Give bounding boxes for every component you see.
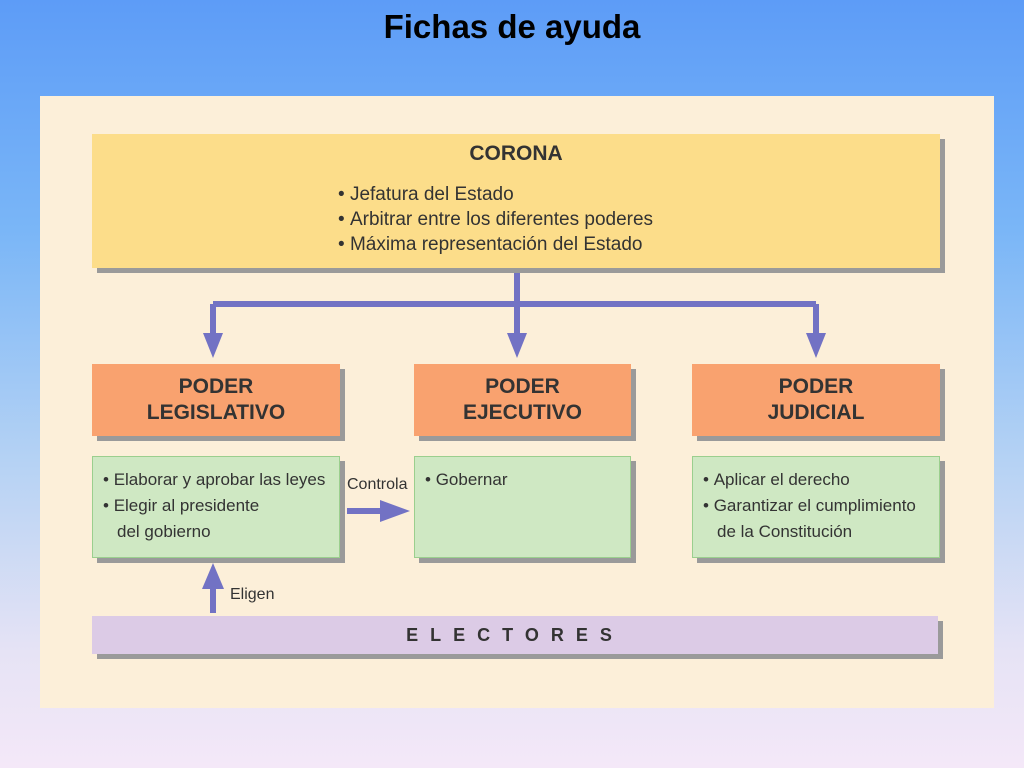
executive-functions-box: Gobernar: [414, 456, 631, 558]
judicial-arrowhead: [806, 333, 826, 358]
corona-item: Arbitrar entre los diferentes poderes: [338, 207, 653, 232]
legislative-functions-box: Elaborar y aprobar las leyes Elegir al p…: [92, 456, 340, 558]
corona-item: Jefatura del Estado: [338, 182, 653, 207]
executive-arrowhead: [507, 333, 527, 358]
power-heading-line: PODER: [778, 375, 854, 398]
legislative-arrowhead: [203, 333, 223, 358]
eligen-arrowhead: [202, 563, 224, 589]
controla-label: Controla: [347, 476, 408, 493]
electors-box: ELECTORES: [92, 616, 938, 654]
corona-title: CORONA: [469, 142, 563, 165]
legislative-power-box: PODER LEGISLATIVO: [92, 364, 340, 436]
function-item: Garantizar el cumplimiento: [703, 493, 931, 519]
judicial-power-box: PODER JUDICIAL: [692, 364, 940, 436]
function-item-continuation: de la Constitución: [717, 522, 853, 541]
function-item: Elaborar y aprobar las leyes: [103, 467, 331, 493]
diagram-panel: CORONA Jefatura del Estado Arbitrar entr…: [40, 96, 994, 708]
electors-label: ELECTORES: [406, 624, 624, 645]
function-item: Elegir al presidente: [103, 493, 331, 519]
power-heading-line: PODER: [485, 375, 560, 398]
function-item: Gobernar: [425, 467, 622, 493]
eligen-label: Eligen: [230, 586, 275, 603]
executive-power-box: PODER EJECUTIVO: [414, 364, 631, 436]
function-item-continuation: del gobierno: [117, 522, 211, 541]
corona-item: Máxima representación del Estado: [338, 232, 653, 257]
function-item: Aplicar el derecho: [703, 467, 931, 493]
power-heading-line: EJECUTIVO: [462, 401, 583, 424]
judicial-functions-box: Aplicar el derecho Garantizar el cumplim…: [692, 456, 940, 558]
corona-box: CORONA Jefatura del Estado Arbitrar entr…: [92, 134, 940, 268]
power-heading-line: JUDICIAL: [767, 401, 865, 424]
slide-title: Fichas de ayuda: [383, 8, 641, 45]
connector-arrows: [202, 272, 826, 613]
controla-arrowhead: [380, 500, 410, 522]
power-heading-line: PODER: [178, 375, 254, 398]
corona-functions: Jefatura del Estado Arbitrar entre los d…: [338, 182, 653, 257]
power-heading-line: LEGISLATIVO: [146, 401, 286, 424]
